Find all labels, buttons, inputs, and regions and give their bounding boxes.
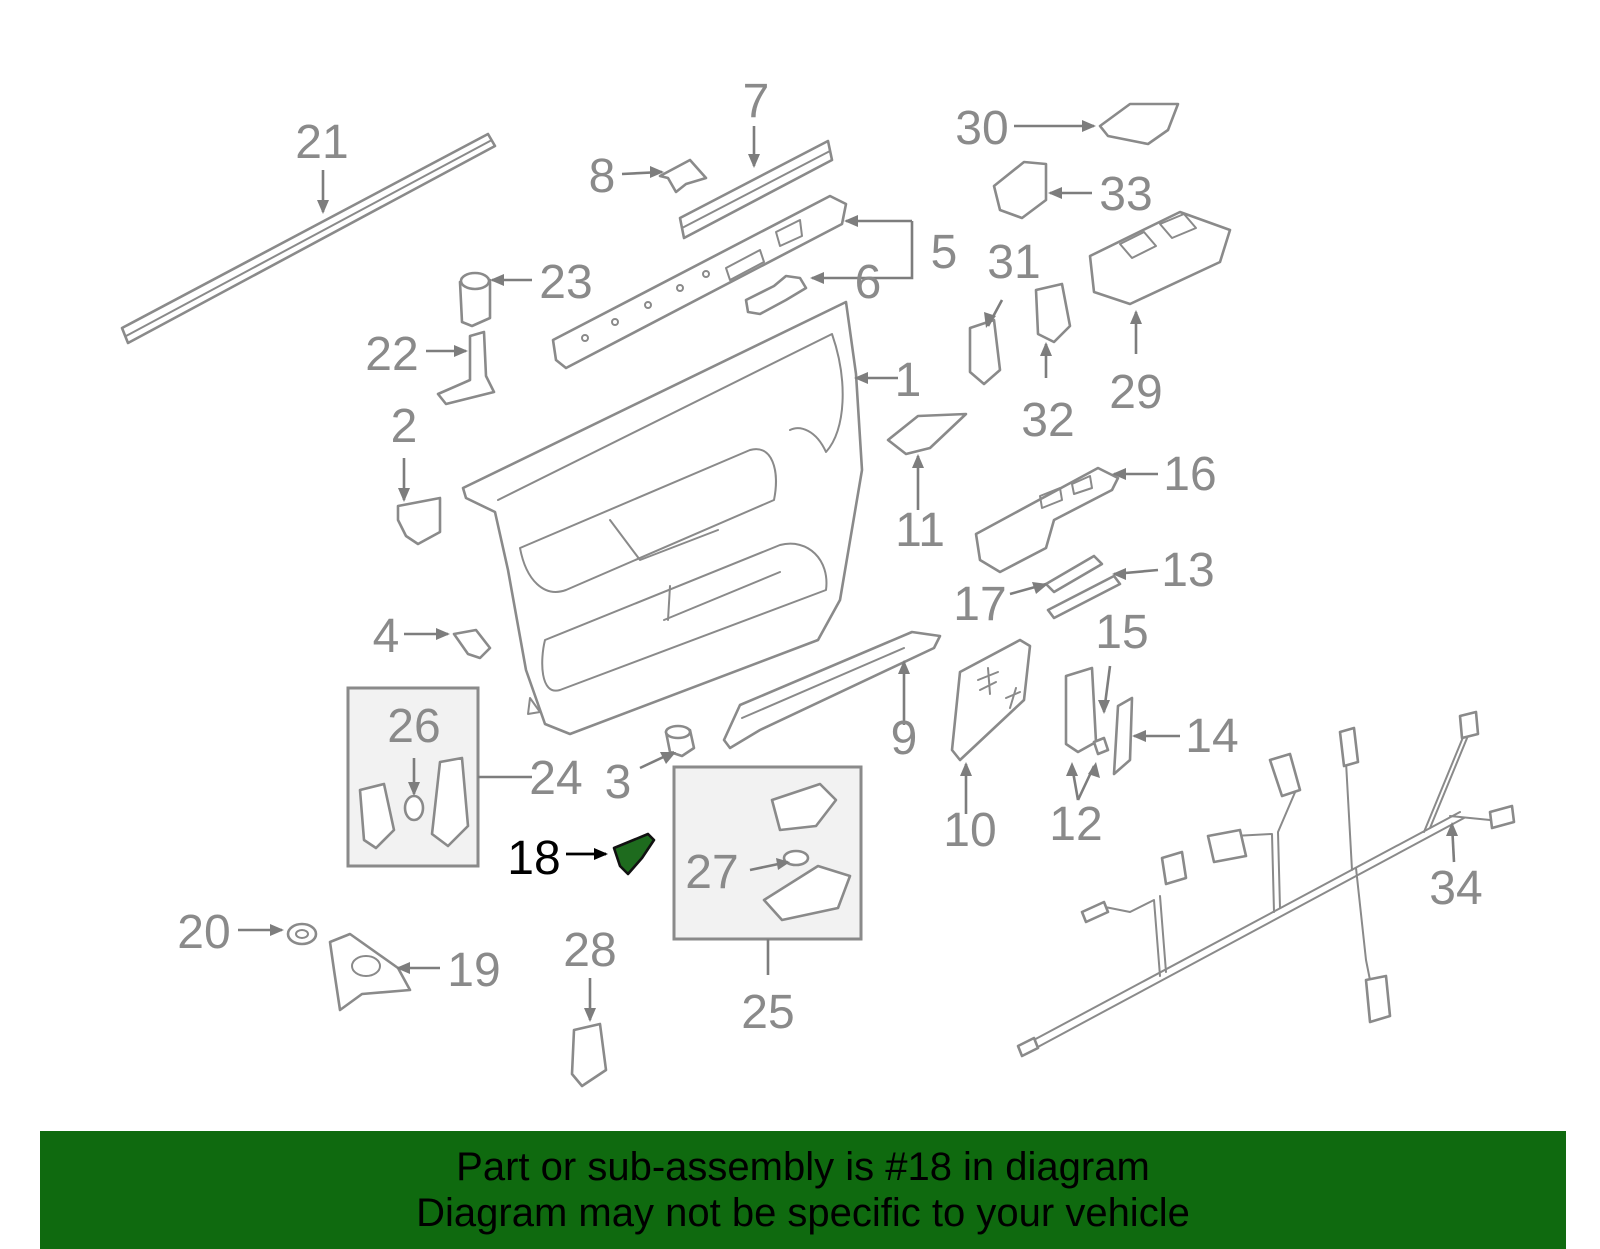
callout-1: 1 <box>895 354 922 407</box>
part-17-trim <box>1044 554 1104 594</box>
callout-19: 19 <box>447 944 500 997</box>
callout-13: 13 <box>1161 544 1214 597</box>
callout-7: 7 <box>743 75 770 128</box>
part-16-switch-housing <box>974 466 1120 574</box>
callout-22: 22 <box>365 328 418 381</box>
part-30-switch <box>1098 102 1180 146</box>
callout-12: 12 <box>1049 798 1102 851</box>
callout-10: 10 <box>943 804 996 857</box>
part-32-switch <box>1034 282 1072 344</box>
callout-29: 29 <box>1109 366 1162 419</box>
part-9-armrest <box>722 630 942 750</box>
part-33-switch <box>992 160 1048 220</box>
part-18-highlighted <box>612 832 656 876</box>
part-25-handle-assembly <box>762 782 852 922</box>
part-10-pad <box>950 638 1032 762</box>
part-31-switch <box>968 318 1002 386</box>
part-13-trim <box>1046 574 1122 620</box>
callout-8: 8 <box>589 150 616 203</box>
callout-20: 20 <box>177 906 230 959</box>
banner-line-part: Part or sub-assembly is #18 in diagram <box>456 1145 1150 1189</box>
callout-31: 31 <box>987 236 1040 289</box>
callout-28: 28 <box>563 924 616 977</box>
callout-labels: 21 7 8 5 6 23 22 2 4 1 11 16 13 17 15 14… <box>177 75 1482 1039</box>
banner-line-disclaimer: Diagram may not be specific to your vehi… <box>416 1191 1190 1235</box>
callout-32: 32 <box>1021 394 1074 447</box>
part-3-screw <box>664 724 696 758</box>
callout-26: 26 <box>387 700 440 753</box>
callout-21: 21 <box>295 116 348 169</box>
callout-9: 9 <box>891 712 918 765</box>
part-15-bracket <box>1064 666 1098 754</box>
callout-5: 5 <box>931 226 958 279</box>
callout-15: 15 <box>1095 606 1148 659</box>
part-34-wiring-harness <box>1016 710 1516 1058</box>
callout-14: 14 <box>1185 710 1238 763</box>
part-1-door-panel <box>461 300 864 736</box>
part-22-bracket <box>436 330 496 406</box>
part-14-strip <box>1112 696 1134 776</box>
callout-18-highlighted: 18 <box>507 832 560 885</box>
callout-6: 6 <box>855 256 882 309</box>
part-20-grommet <box>286 922 318 946</box>
part-2-clip <box>396 496 442 546</box>
callout-23: 23 <box>539 256 592 309</box>
callout-3: 3 <box>605 756 632 809</box>
part-6-bracket <box>744 274 808 316</box>
part-23-pivot <box>458 271 492 328</box>
callout-24: 24 <box>529 752 582 805</box>
callout-25: 25 <box>741 986 794 1039</box>
part-4-clip <box>452 628 492 660</box>
callout-30: 30 <box>955 102 1008 155</box>
part-7-trim-strip <box>678 139 834 240</box>
part-28-clip <box>570 1022 608 1088</box>
callout-17: 17 <box>953 578 1006 631</box>
callout-2: 2 <box>391 400 418 453</box>
callout-34: 34 <box>1429 862 1482 915</box>
leader-lines <box>238 120 1458 1022</box>
part-11-bezel <box>886 412 968 456</box>
part-12-screw <box>1092 736 1110 756</box>
part-29-switch-module <box>1088 210 1232 306</box>
part-21-window-strip <box>120 132 497 345</box>
callout-33: 33 <box>1099 168 1152 221</box>
info-banner: Part or sub-assembly is #18 in diagram D… <box>40 1131 1566 1249</box>
part-19-speaker-cover <box>328 932 412 1012</box>
callout-4: 4 <box>373 610 400 663</box>
callout-27: 27 <box>685 846 738 899</box>
callout-16: 16 <box>1163 448 1216 501</box>
part-24-lock-assembly <box>358 756 470 850</box>
part-8-clip <box>658 158 708 194</box>
callout-11: 11 <box>895 504 945 557</box>
part-5-upper-trim <box>551 194 848 370</box>
